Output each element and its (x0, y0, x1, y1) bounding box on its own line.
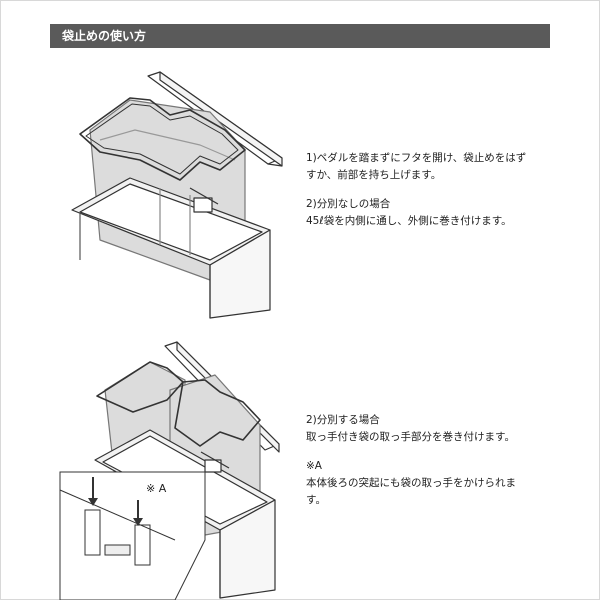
inset-detail-a (59, 471, 206, 600)
instruction-text-bottom: 2)分別する場合 取っ手付き袋の取っ手部分を巻き付けます。 ※A 本体後ろの突起… (306, 412, 556, 509)
section-header: 袋止めの使い方 (50, 24, 550, 48)
step2-line2: 45ℓ袋を内側に通し、外側に巻き付けます。 (306, 215, 512, 227)
inset-label: ※ A (146, 482, 167, 495)
note-line1: ※A (306, 460, 322, 472)
section-title: 袋止めの使い方 (62, 29, 147, 43)
step2-line1: 2)分別なしの場合 (306, 198, 391, 210)
step3-line2: 取っ手付き袋の取っ手部分を巻き付けます。 (306, 431, 515, 443)
note-line3: す。 (306, 494, 326, 506)
note-line2: 本体後ろの突起にも袋の取っ手をかけられま (306, 477, 516, 489)
instruction-text-top: 1)ペダルを踏まずにフタを開け、袋止めをはず すか、前部を持ち上げます。 2)分… (306, 150, 556, 230)
step1-line1: 1)ペダルを踏まずにフタを開け、袋止めをはず (306, 152, 527, 164)
step1-line2: すか、前部を持ち上げます。 (306, 169, 442, 181)
step3-line1: 2)分別する場合 (306, 414, 380, 426)
trash-can-illustration-unsorted (71, 71, 283, 319)
trash-can-illustration-sorted (59, 341, 280, 600)
